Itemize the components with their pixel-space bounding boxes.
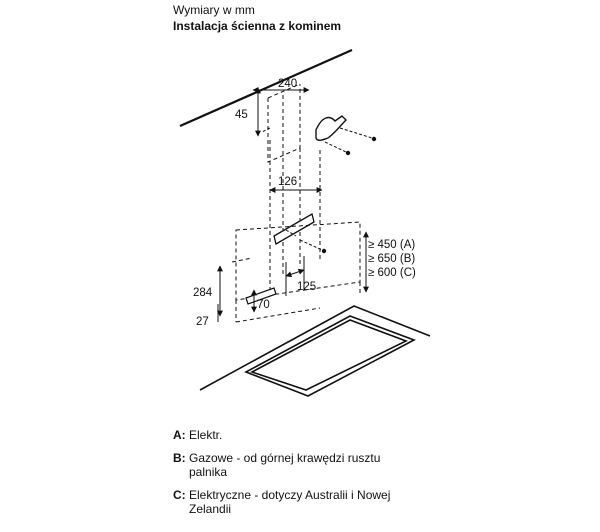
cooktop <box>199 305 431 397</box>
screw-icon <box>321 248 327 254</box>
legend-item-a: A: Elektr. <box>173 428 413 442</box>
ceiling-line <box>179 48 353 128</box>
legend-key: B: <box>173 451 186 465</box>
dim-70-label: 70 <box>257 299 270 311</box>
clearance-b-label: ≥ 650 (B) <box>368 253 415 265</box>
screw-icon <box>345 150 351 156</box>
legend-text: Gazowe - od górnej krawędzi rusztu palni… <box>189 451 381 479</box>
dim-125-arrow <box>285 268 305 278</box>
dim-240-label: 240 <box>278 78 297 90</box>
dim-125-label: 125 <box>297 281 316 293</box>
legend: A: Elektr. B: Gazowe - od górnej krawędz… <box>173 428 413 525</box>
page-title: Instalacja ścienna z kominem <box>173 19 342 33</box>
middle-bracket <box>273 213 315 245</box>
dim-126-label: 126 <box>278 176 297 188</box>
clearance-c-label: ≥ 600 (C) <box>368 267 416 279</box>
upper-screws <box>261 127 373 153</box>
dim-27-label: 27 <box>196 316 209 328</box>
legend-text: Elektr. <box>189 428 223 442</box>
dim-284-label: 284 <box>193 287 213 299</box>
legend-key: C: <box>173 488 186 502</box>
middle-screws <box>285 229 323 251</box>
installation-diagram: 240 45 126 284 27 70 125 ≥ 450 (A) ≥ 650… <box>179 48 431 397</box>
screw-icon <box>371 136 377 142</box>
legend-item-b: B: Gazowe - od górnej krawędzi rusztu pa… <box>173 451 413 479</box>
legend-text: Elektryczne - dotyczy Australii i Nowej … <box>189 488 391 516</box>
clearance-a-label: ≥ 450 (A) <box>368 239 415 251</box>
dim-45-label: 45 <box>235 109 248 121</box>
legend-key: A: <box>173 428 186 442</box>
upper-bracket <box>315 115 347 141</box>
legend-item-c: C: Elektryczne - dotyczy Australii i Now… <box>173 488 413 516</box>
units-note: Wymiary w mm <box>173 3 255 17</box>
header: Wymiary w mm Instalacja ścienna z komine… <box>173 2 341 34</box>
hood-outline <box>231 221 361 323</box>
